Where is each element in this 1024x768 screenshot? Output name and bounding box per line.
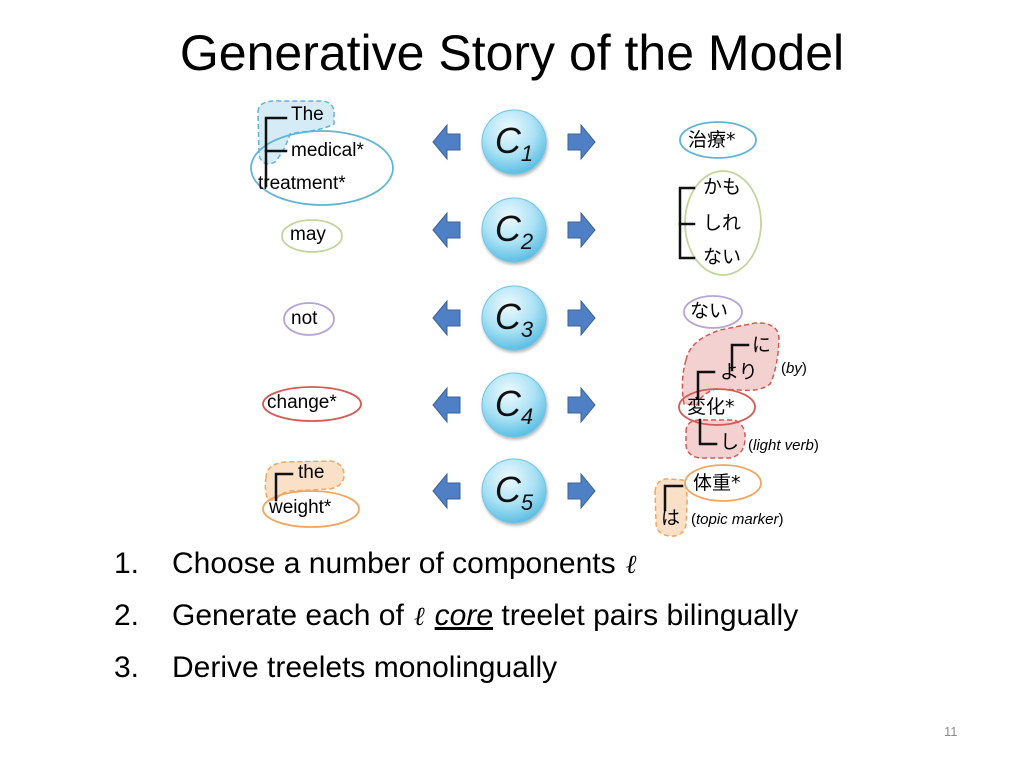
word-taijuu: 体重* (693, 472, 741, 494)
step-text-post: treelet pairs bilingually (501, 599, 799, 632)
word-the-2: the (298, 462, 325, 483)
bracket-the-treatment (264, 116, 288, 188)
ring-not (283, 302, 335, 336)
bracket-shi (698, 418, 718, 446)
component-circle-c4 (481, 372, 547, 438)
arrow-left-c4 (432, 386, 461, 424)
page-number: 11 (944, 724, 958, 739)
bracket-the-weight (274, 472, 294, 502)
word-change: change* (267, 392, 337, 413)
arrow-right-c3 (567, 299, 596, 337)
step-text-pre: Generate each of (172, 599, 404, 632)
ring-taijuu (684, 464, 762, 502)
word-nai-1: ない (703, 246, 742, 268)
component-circle-c1 (481, 109, 547, 175)
step-number: 3. (114, 651, 140, 684)
component-circle-c2 (481, 197, 547, 263)
ring-may (281, 219, 343, 253)
group-orange-the (264, 460, 345, 501)
word-medical: medical* (291, 140, 364, 161)
gloss-by: (by) (781, 360, 807, 377)
group-red-ni-yori (681, 322, 780, 406)
arrow-right-c5 (567, 472, 596, 510)
arrow-left-c1 (432, 123, 461, 161)
word-yori: より (720, 361, 758, 383)
word-henka: 変化* (687, 396, 735, 418)
gloss-topic-marker: (topic marker) (691, 511, 784, 528)
component-label-c2: C2 (494, 208, 534, 255)
ring-weight (262, 490, 360, 528)
bracket-yori-henka (696, 370, 716, 400)
ring-henka (678, 388, 756, 426)
arrow-left-c2 (432, 211, 461, 249)
ring-chiryou (679, 121, 757, 159)
component-label-c5: C5 (494, 469, 534, 516)
arrow-right-c4 (567, 386, 596, 424)
word-may: may (290, 224, 326, 245)
slide-title: Generative Story of the Model (179, 25, 845, 81)
word-wa: は (661, 507, 681, 529)
arrow-left-c3 (432, 299, 461, 337)
step-text: Choose a number of components (172, 547, 616, 580)
group-blue-the-medical (257, 100, 335, 165)
word-treatment: treatment* (258, 173, 346, 194)
component-label-c4: C4 (494, 383, 534, 430)
arrow-right-c1 (567, 123, 596, 161)
word-the-1: The (291, 104, 324, 125)
step-text: Derive treelets monolingually (172, 651, 558, 684)
core-emphasis: core (434, 599, 494, 632)
bracket-wa-taijuu (663, 484, 684, 512)
group-orange-wa (654, 478, 688, 537)
step-number: 1. (114, 547, 140, 580)
word-ni: に (752, 334, 772, 356)
ring-change (262, 386, 362, 422)
word-weight: weight* (269, 497, 332, 518)
word-shire: しれ (703, 212, 742, 234)
ring-medical-treatment (250, 130, 394, 206)
component-label-c3: C3 (494, 296, 534, 343)
component-label-c1: C1 (494, 120, 534, 167)
ring-nai (683, 295, 743, 329)
word-kamo: かも (703, 176, 742, 198)
gloss-light-verb: (light verb) (748, 437, 819, 454)
component-circle-c5 (481, 458, 547, 524)
step-number: 2. (114, 599, 140, 632)
ell-symbol: ℓ (625, 550, 637, 580)
word-not: not (291, 308, 318, 329)
arrow-right-c2 (567, 211, 596, 249)
bracket-ni (730, 343, 750, 372)
component-circle-c3 (481, 285, 547, 351)
word-nai-2: ない (690, 300, 729, 322)
word-shi: し (720, 431, 740, 453)
ell-symbol: ℓ (413, 602, 425, 632)
arrow-left-c5 (432, 472, 461, 510)
word-chiryou: 治療* (688, 129, 736, 151)
